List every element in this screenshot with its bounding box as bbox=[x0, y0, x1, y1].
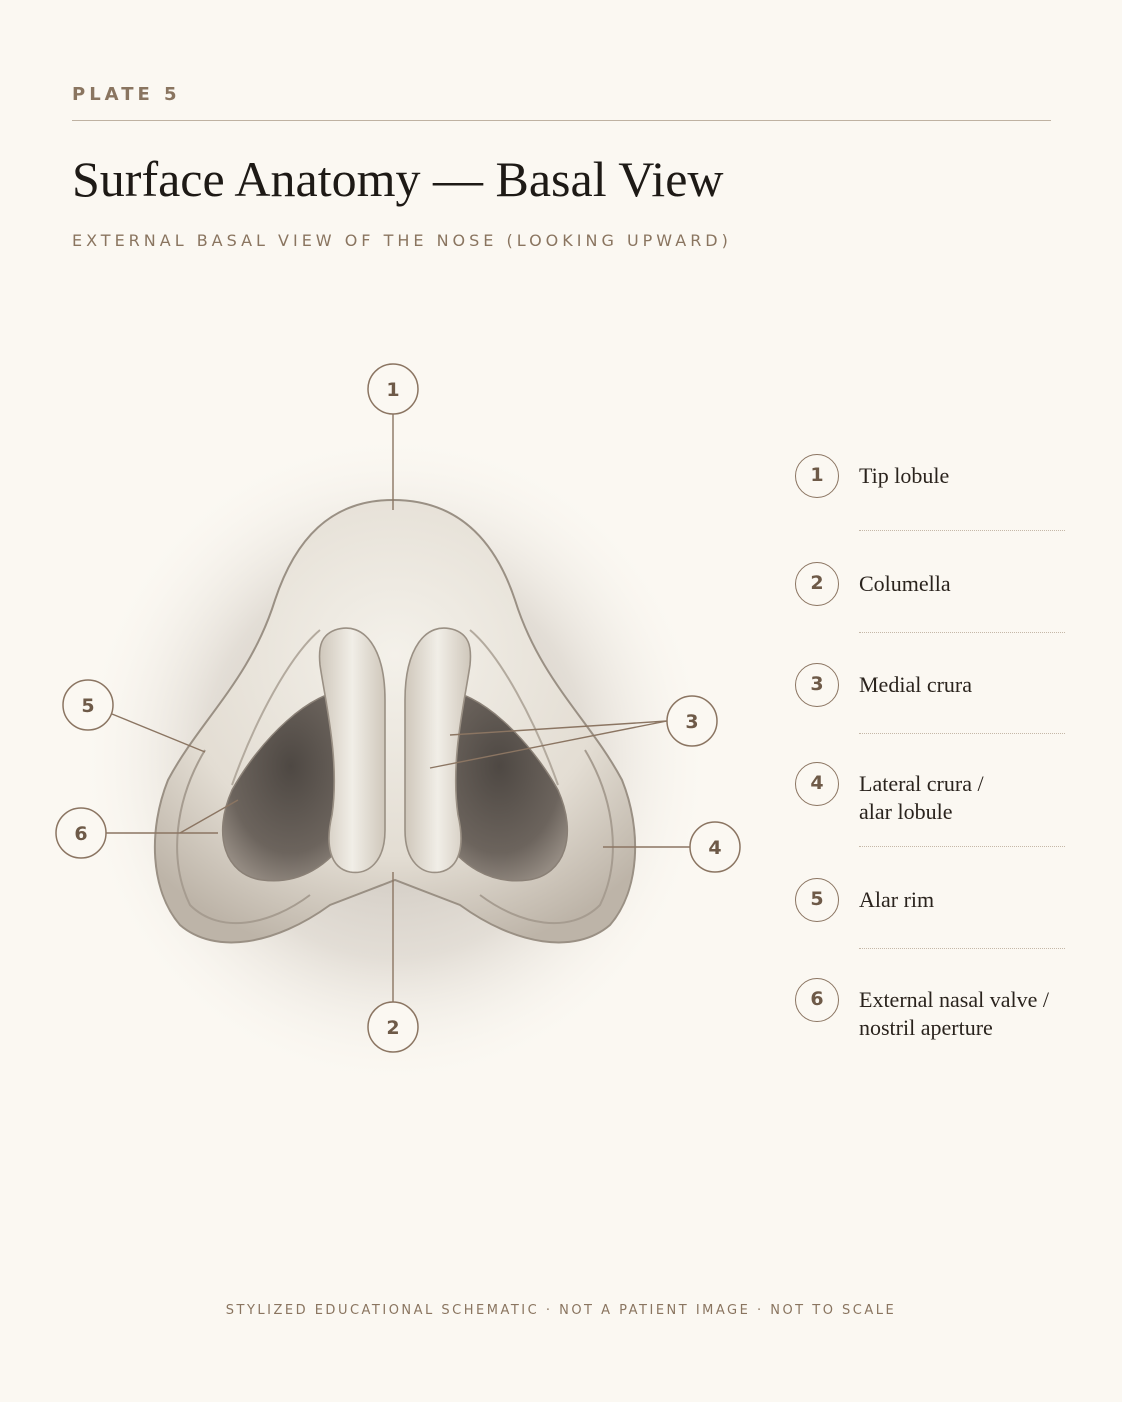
legend-label: Medial crura bbox=[859, 672, 972, 697]
legend-divider bbox=[859, 530, 1065, 531]
header-divider bbox=[72, 120, 1051, 121]
footer-note: STYLIZED EDUCATIONAL SCHEMATIC · NOT A P… bbox=[225, 1303, 897, 1318]
legend-divider bbox=[859, 846, 1065, 847]
legend-number: 5 bbox=[795, 878, 839, 922]
legend-label: Tip lobule bbox=[859, 463, 950, 488]
callout-6: 6 bbox=[55, 807, 107, 859]
right-alar-rim bbox=[479, 749, 614, 925]
callout-4: 4 bbox=[689, 821, 741, 873]
legend-label: Lateral crura / alar lobule bbox=[859, 771, 984, 824]
legend-divider bbox=[859, 733, 1065, 734]
legend-label: Alar rim bbox=[859, 887, 935, 912]
legend-divider bbox=[859, 948, 1065, 949]
callout-6-number: 6 bbox=[74, 823, 87, 845]
legend-divider bbox=[859, 632, 1065, 633]
page-title: Surface Anatomy — Basal View bbox=[72, 151, 724, 207]
left-alar-rim bbox=[176, 749, 311, 925]
legend-number: 2 bbox=[795, 562, 839, 606]
left-lateral-fold bbox=[231, 629, 321, 786]
legend-number: 4 bbox=[795, 762, 839, 806]
plate-label: PLATE 5 bbox=[72, 84, 181, 105]
legend-number: 6 bbox=[795, 978, 839, 1022]
callout-4-number: 4 bbox=[708, 837, 721, 859]
callout-5: 5 bbox=[62, 679, 114, 731]
right-medial-crus bbox=[404, 627, 472, 874]
legend-number: 1 bbox=[795, 454, 839, 498]
legend-number: 3 bbox=[795, 663, 839, 707]
callout-1: 1 bbox=[367, 363, 419, 415]
legend-label: Columella bbox=[859, 571, 951, 596]
left-medial-crus bbox=[318, 627, 386, 874]
leader-lines bbox=[106, 414, 690, 1002]
callout-3: 3 bbox=[666, 695, 718, 747]
right-lateral-fold bbox=[469, 629, 559, 786]
legend-label: External nasal valve / nostril aperture bbox=[859, 987, 1049, 1040]
callout-3-number: 3 bbox=[685, 711, 698, 733]
page-subtitle: EXTERNAL BASAL VIEW OF THE NOSE (LOOKING… bbox=[72, 231, 732, 250]
callout-5-number: 5 bbox=[81, 695, 94, 717]
callout-2-number: 2 bbox=[386, 1017, 399, 1039]
callout-1-number: 1 bbox=[386, 379, 399, 401]
callout-2: 2 bbox=[367, 1001, 419, 1053]
